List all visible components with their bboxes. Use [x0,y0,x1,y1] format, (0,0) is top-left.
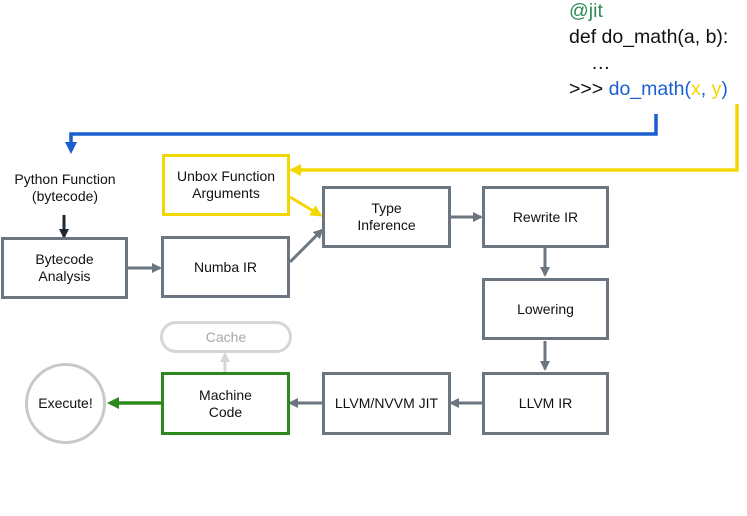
node-machine-code: Machine Code [161,372,290,435]
node-numba-ir: Numba IR [161,236,290,298]
code-open-paren: ( [684,78,691,100]
code-close-paren: ) [721,78,728,100]
call-to-python-function-arrow [65,114,658,154]
code-decorator: @jit [569,0,603,22]
code-ellipsis: … [591,52,611,74]
node-type-inference: Type Inference [322,186,451,248]
code-arg-x: x [690,78,701,100]
code-comma: , [700,78,712,100]
code-call-func: do_math [608,78,685,100]
node-lowering: Lowering [482,278,609,340]
node-bytecode-analysis: Bytecode Analysis [1,237,128,299]
node-unbox-arguments: Unbox Function Arguments [162,154,290,216]
node-execute: Execute! [25,363,106,444]
node-rewrite-ir: Rewrite IR [482,186,609,248]
code-arg-y: y [711,78,722,100]
args-to-unbox-arrow [289,104,739,176]
numba-ir-to-type-inference-arrow [288,228,324,264]
code-call-line: >>> do_math(x, y) [569,77,728,102]
node-python-function: Python Function (bytecode) [14,171,116,204]
node-llvm-nvvm-jit: LLVM/NVVM JIT [322,372,451,435]
node-llvm-ir: LLVM IR [482,372,609,435]
unbox-to-type-inference-arrow [289,195,323,217]
node-cache: Cache [160,321,292,353]
code-prompt: >>> [569,78,609,100]
code-def-line: def do_math(a, b): [569,26,729,48]
